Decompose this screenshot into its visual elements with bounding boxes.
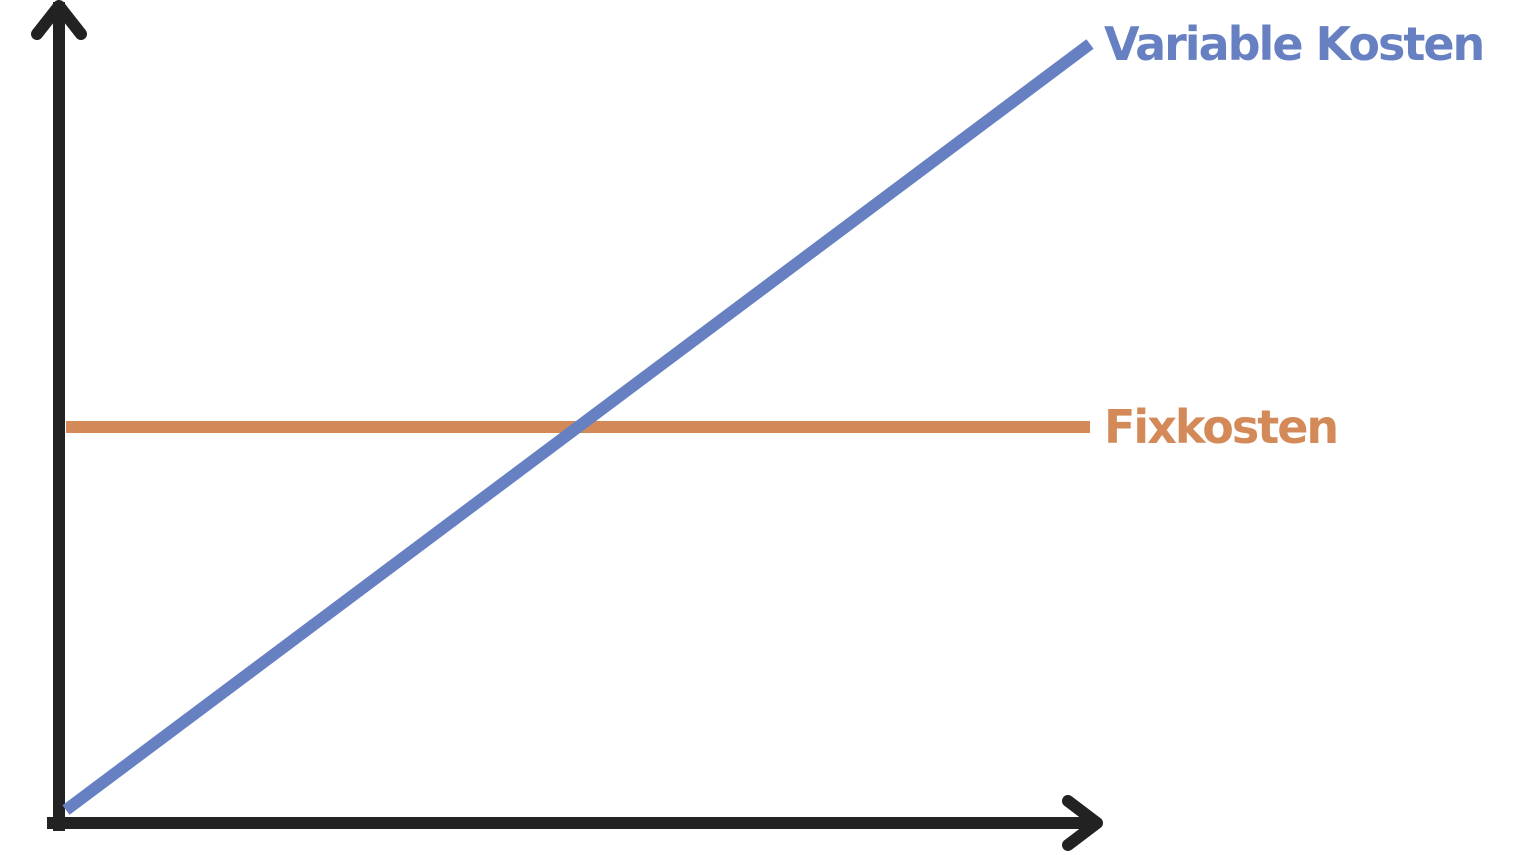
x-axis-arrowhead [1062,795,1103,851]
series-label-fixkosten: Fixkosten [1104,400,1337,454]
y-axis-arrowhead [31,0,87,40]
series-layer [62,39,1094,815]
axes [31,0,1103,851]
series-line-variable-kosten [62,39,1094,815]
series-label-variable-kosten: Variable Kosten [1104,17,1483,71]
